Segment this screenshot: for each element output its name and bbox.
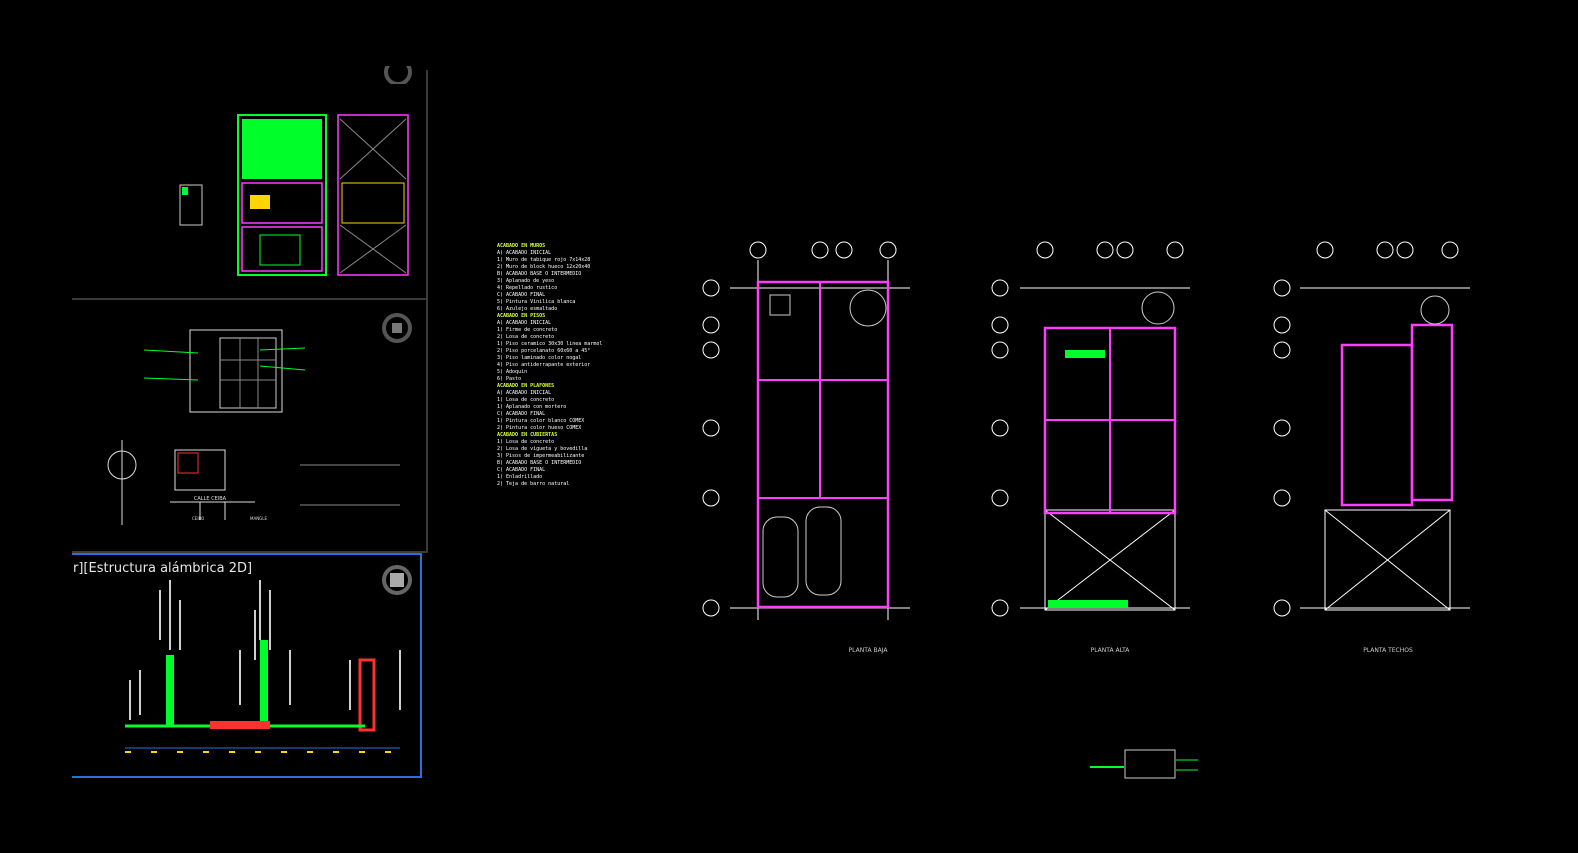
note-item: 1) Piso ceramico 30x30 linea marmol bbox=[497, 341, 603, 347]
nav-compass-icon[interactable] bbox=[381, 66, 415, 84]
note-item: 4) Repellado rustico bbox=[497, 285, 558, 291]
note-item: 2) Losa de concreto bbox=[497, 334, 555, 340]
note-item: 5) Pintura Vinilica blanca bbox=[497, 299, 576, 305]
note-item: 2) Pintura color hueso COMEX bbox=[497, 425, 582, 431]
small-detail bbox=[1090, 749, 1198, 779]
note-item: 6) Azulejo esmaltado bbox=[497, 306, 558, 312]
side-label-right: MANGLE bbox=[250, 516, 268, 521]
note-item: C) ACABADO FINAL bbox=[497, 292, 546, 298]
note-item: 6) Pasto bbox=[497, 376, 522, 382]
note-heading: ACABADO EN CUBIERTAS bbox=[497, 432, 558, 438]
nav-compass-icon[interactable] bbox=[380, 563, 414, 597]
viewport-middle-left[interactable] bbox=[72, 298, 428, 553]
side-label-left: CEIBO bbox=[192, 516, 204, 521]
note-item: 2) Piso porcelanato 60x60 a 45° bbox=[497, 348, 591, 354]
note-item: 2) Losa de vigueta y bovedilla bbox=[497, 446, 588, 452]
note-heading: ACABADO EN MUROS bbox=[497, 243, 546, 249]
note-item: 1) Pintura color blanco COMEX bbox=[497, 418, 585, 424]
note-item: B) ACABADO BASE O INTERMEDIO bbox=[497, 460, 582, 466]
note-item: 1) Firme de concreto bbox=[497, 327, 558, 333]
note-item: 1) Enladrillado bbox=[497, 474, 543, 480]
plan-title: PLANTA ALTA bbox=[1091, 647, 1131, 654]
street-label: CALLE CEIBA bbox=[194, 496, 227, 502]
plan-planta-techos: PLANTA TECHOS bbox=[1273, 241, 1470, 654]
note-item: C) ACABADO FINAL bbox=[497, 411, 546, 417]
viewport-label[interactable]: r][Estructura alámbrica 2D] bbox=[73, 561, 253, 576]
plan-planta-baja: PLANTA BAJA bbox=[702, 241, 910, 654]
note-item: 3) Piso laminado color nogal bbox=[497, 355, 582, 361]
mini-floor-plans bbox=[179, 114, 409, 276]
note-item: 3) Pisos de impermeabilizante bbox=[497, 453, 585, 459]
section-drawing bbox=[125, 580, 401, 753]
note-item: 4) Piso antiderrapante exterior bbox=[497, 362, 591, 368]
note-item: B) ACABADO BASE O INTERMEDIO bbox=[497, 271, 582, 277]
viewport-bottom-left-active[interactable] bbox=[72, 553, 422, 778]
floor-plans-main: PLANTA BAJA PLANTA ALTA PLANTA TECHOS bbox=[702, 241, 1470, 654]
note-item: 1) Muro de tabique rojo 7x14x28 bbox=[497, 257, 591, 263]
note-item: 5) Adoquin bbox=[497, 369, 528, 375]
note-heading: ACABADO EN PLAFONES bbox=[497, 383, 555, 389]
plan-title: PLANTA BAJA bbox=[849, 647, 889, 654]
note-item: 2) Teja de barro natural bbox=[497, 481, 570, 487]
note-item: A) ACABADO INICIAL bbox=[497, 320, 552, 326]
plan-title: PLANTA TECHOS bbox=[1363, 647, 1413, 654]
note-item: 2) Muro de block hueco 12x20x40 bbox=[497, 264, 591, 270]
plan-planta-alta: PLANTA ALTA bbox=[991, 241, 1190, 654]
nav-compass-icon[interactable] bbox=[380, 311, 414, 345]
note-item: A) ACABADO INICIAL bbox=[497, 390, 552, 396]
note-item: A) ACABADO INICIAL bbox=[497, 250, 552, 256]
note-item: 1) Losa de concreto bbox=[497, 397, 555, 403]
note-item: C) ACABADO FINAL bbox=[497, 467, 546, 473]
note-item: 1) Aplanado con mortero bbox=[497, 404, 567, 410]
detail-drawings: CALLE CEIBA CEIBO MANGLE bbox=[107, 329, 400, 525]
note-item: 1) Losa de concreto bbox=[497, 439, 555, 445]
note-item: 3) Aplanado de yeso bbox=[497, 278, 555, 284]
note-heading: ACABADO EN PISOS bbox=[497, 313, 546, 319]
